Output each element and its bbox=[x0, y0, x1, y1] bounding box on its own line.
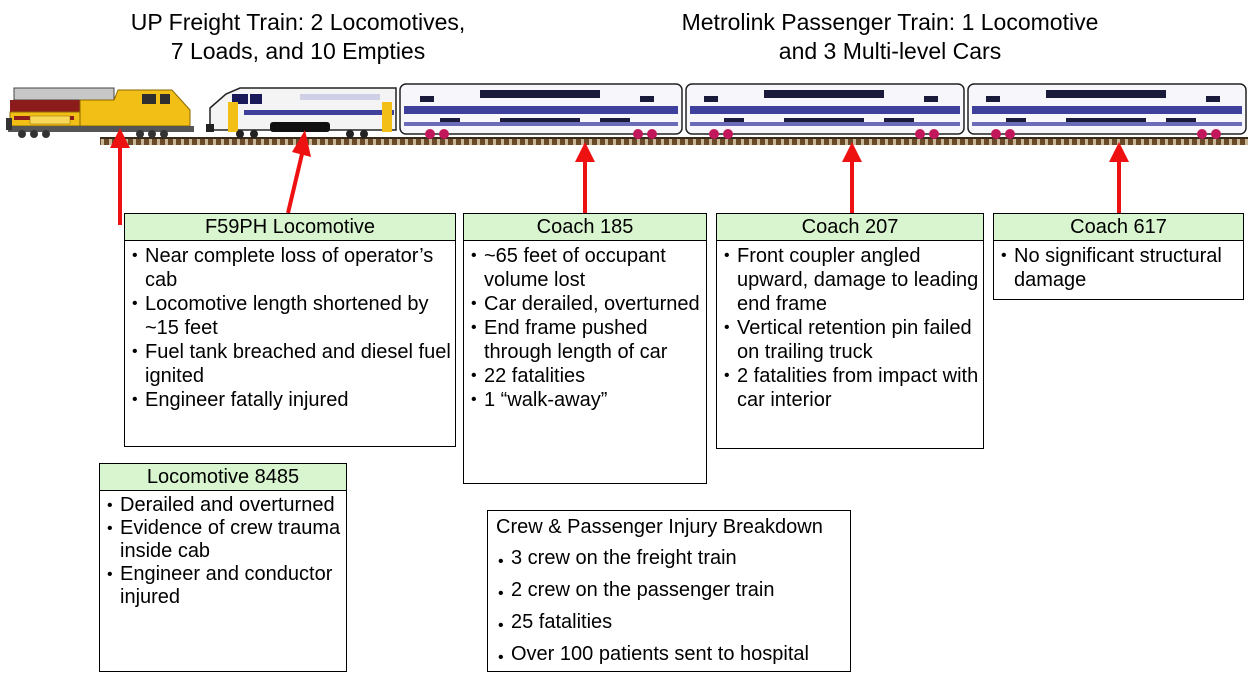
arrow-coach-617 bbox=[1109, 142, 1129, 213]
bullet-item: 3 crew on the freight train bbox=[498, 542, 842, 578]
box-title: Coach 617 bbox=[994, 214, 1243, 241]
bullet-list: ~65 feet of occupant volume lost Car der… bbox=[464, 241, 706, 416]
coach-207-icon bbox=[685, 83, 965, 139]
bullet-list: Derailed and overturned Evidence of crew… bbox=[100, 491, 346, 613]
coach-617-box: Coach 617 No significant structural dama… bbox=[993, 213, 1244, 300]
passenger-title-line-1: Metrolink Passenger Train: 1 Locomotive bbox=[681, 9, 1099, 35]
bullet-item: Front coupler angled upward, damage to l… bbox=[724, 244, 979, 316]
locomotive-8485-icon bbox=[6, 87, 194, 138]
bullet-item: Locomotive length shortened by ~15 feet bbox=[132, 292, 451, 340]
bullet-item: ~65 feet of occupant volume lost bbox=[471, 244, 702, 292]
bullet-item: 25 fatalities bbox=[498, 606, 842, 642]
passenger-train-title: Metrolink Passenger Train: 1 Locomotive … bbox=[630, 8, 1150, 66]
freight-title-line-2: 7 Loads, and 10 Empties bbox=[170, 38, 426, 64]
arrow-coach-207 bbox=[842, 142, 862, 213]
bullet-item: Near complete loss of operator’s cab bbox=[132, 244, 451, 292]
bullet-item: Vertical retention pin failed on trailin… bbox=[724, 316, 979, 364]
bullet-item: Evidence of crew trauma inside cab bbox=[107, 517, 342, 563]
train-illustration bbox=[6, 83, 1248, 225]
box-title: F59PH Locomotive bbox=[125, 214, 455, 241]
bullet-item: Engineer and conductor injured bbox=[107, 563, 342, 609]
locomotive-8485-box: Locomotive 8485 Derailed and overturned … bbox=[99, 463, 347, 672]
bullet-list: No significant structural damage bbox=[994, 241, 1243, 296]
f59ph-locomotive-icon bbox=[206, 87, 397, 138]
bullet-item: Over 100 patients sent to hospital bbox=[498, 638, 842, 674]
bullet-item: No significant structural damage bbox=[1001, 244, 1239, 292]
bullet-item: 22 fatalities bbox=[471, 364, 702, 388]
bullet-item: 2 crew on the passenger train bbox=[498, 574, 842, 610]
bullet-item: 2 fatalities from impact with car interi… bbox=[724, 364, 979, 412]
rail-track bbox=[100, 137, 1248, 145]
bullet-item: End frame pushed through length of car bbox=[471, 316, 702, 364]
f59ph-locomotive-box: F59PH Locomotive Near complete loss of o… bbox=[124, 213, 456, 447]
coach-207-box: Coach 207 Front coupler angled upward, d… bbox=[716, 213, 984, 449]
box-title: Coach 207 bbox=[717, 214, 983, 241]
injury-breakdown-title: Crew & Passenger Injury Breakdown bbox=[496, 516, 823, 538]
arrow-f59ph bbox=[286, 130, 311, 214]
freight-train-title: UP Freight Train: 2 Locomotives, 7 Loads… bbox=[88, 8, 508, 66]
box-title: Coach 185 bbox=[464, 214, 706, 241]
bullet-list: 3 crew on the freight train 2 crew on th… bbox=[496, 540, 842, 674]
bullet-item: Fuel tank breached and diesel fuel ignit… bbox=[132, 340, 451, 388]
bullet-item: 1 “walk-away” bbox=[471, 388, 702, 412]
bullet-item: Derailed and overturned bbox=[107, 494, 342, 517]
bullet-list: Front coupler angled upward, damage to l… bbox=[717, 241, 983, 416]
injury-breakdown-box: Crew & Passenger Injury Breakdown 3 crew… bbox=[487, 510, 851, 674]
arrow-locomotive-8485 bbox=[110, 128, 130, 225]
coach-617-icon bbox=[967, 83, 1247, 139]
box-title: Locomotive 8485 bbox=[100, 464, 346, 491]
passenger-title-line-2: and 3 Multi-level Cars bbox=[778, 38, 1002, 64]
bullet-item: Engineer fatally injured bbox=[132, 388, 451, 412]
bullet-list: Near complete loss of operator’s cab Loc… bbox=[125, 241, 455, 416]
bullet-item: Car derailed, overturned bbox=[471, 292, 702, 316]
arrow-coach-185 bbox=[575, 142, 595, 213]
freight-title-line-1: UP Freight Train: 2 Locomotives, bbox=[130, 9, 466, 35]
coach-185-box: Coach 185 ~65 feet of occupant volume lo… bbox=[463, 213, 707, 484]
coach-185-icon bbox=[399, 83, 683, 139]
